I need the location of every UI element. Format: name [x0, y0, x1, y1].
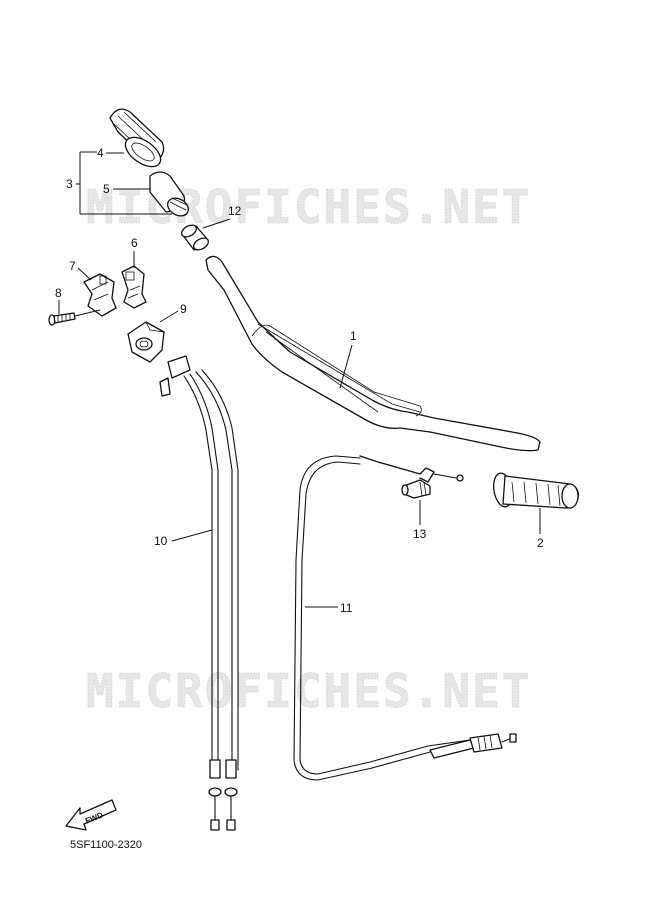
cable-housing-part-9[interactable]: [127, 321, 165, 363]
callout-4: 4: [97, 146, 104, 160]
callout-2: 2: [537, 536, 544, 550]
callout-11: 11: [340, 601, 353, 615]
switch-half-part-7[interactable]: [83, 273, 117, 317]
adjuster-part-13[interactable]: [401, 479, 431, 499]
callout-1: 1: [350, 329, 357, 343]
throttle-grip-part-4[interactable]: [109, 108, 166, 172]
watermark-bottom: MICROFICHES.NET: [86, 664, 531, 718]
callout-6: 6: [131, 236, 138, 250]
callout-13: 13: [413, 527, 427, 541]
handlebar-part-1[interactable]: [205, 255, 541, 452]
callout-5: 5: [103, 182, 110, 196]
callout-12: 12: [228, 204, 242, 218]
left-grip-part-2[interactable]: [491, 472, 579, 509]
callout-3: 3: [66, 177, 73, 191]
leader-7: [77, 267, 92, 281]
callout-8: 8: [55, 286, 62, 300]
collar-part-12[interactable]: [180, 223, 211, 253]
switch-half-part-6[interactable]: [121, 265, 147, 309]
leader-12: [202, 218, 231, 229]
leader-1: [339, 344, 353, 389]
diagram-code: 5SF1100-2320: [70, 839, 142, 851]
throttle-tube-part-5[interactable]: [149, 171, 192, 219]
callout-9: 9: [180, 302, 187, 316]
screw-part-8[interactable]: [48, 312, 76, 326]
clutch-cable-part-11[interactable]: [293, 455, 517, 781]
leader-9: [159, 310, 179, 323]
callout-7: 7: [69, 259, 76, 273]
fwd-arrow-icon: FWD: [65, 799, 117, 831]
leader-8b: [74, 309, 101, 317]
callout-10: 10: [154, 534, 168, 548]
throttle-cables-part-10[interactable]: [159, 355, 239, 831]
leader-10: [171, 529, 213, 542]
